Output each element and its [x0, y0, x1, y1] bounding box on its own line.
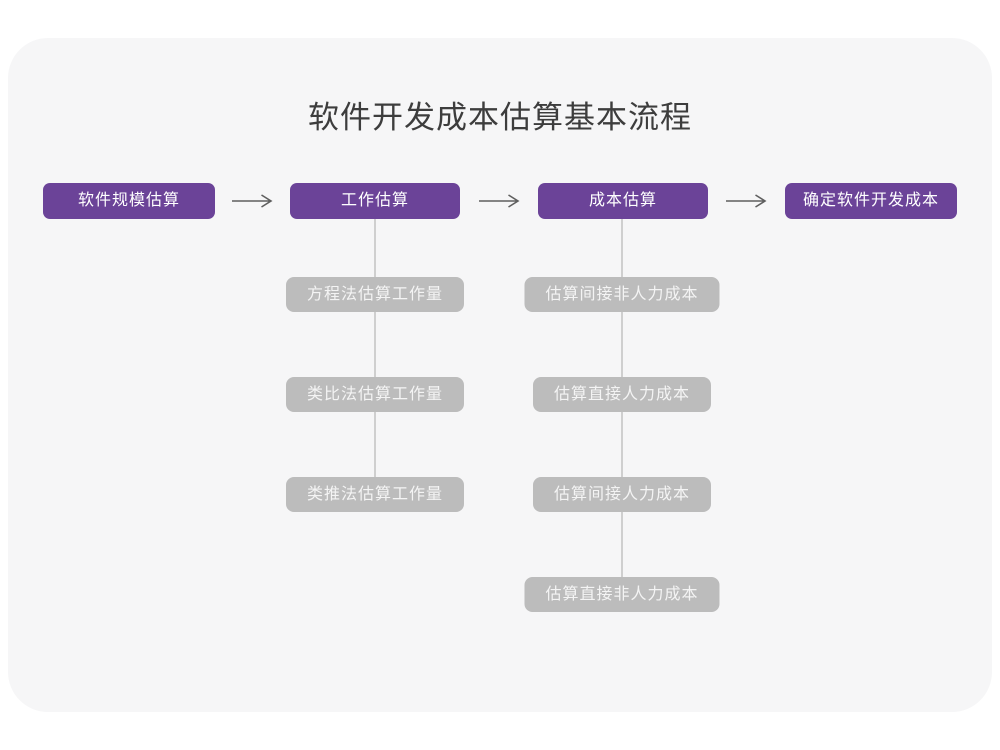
- diagram-card: [8, 38, 992, 712]
- sub-node-indirect-labor-cost: 估算间接人力成本: [532, 477, 712, 512]
- sub-node-direct-labor-cost: 估算直接人力成本: [532, 377, 712, 412]
- sub-node-direct-non-labor-cost: 估算直接非人力成本: [524, 577, 720, 612]
- flow-node-software-scale-estimation: 软件规模估算: [43, 183, 215, 219]
- connector-line-work-estimation: [374, 219, 376, 495]
- arrow-right-icon: [479, 194, 520, 208]
- arrow-right-icon: [232, 194, 273, 208]
- sub-node-extrapolation-method: 类推法估算工作量: [285, 477, 465, 512]
- arrow-right-icon: [726, 194, 767, 208]
- diagram-title: 软件开发成本估算基本流程: [308, 100, 692, 135]
- flow-node-determine-development-cost: 确定软件开发成本: [785, 183, 957, 219]
- sub-node-indirect-non-labor-cost: 估算间接非人力成本: [524, 277, 720, 312]
- sub-node-analogy-method: 类比法估算工作量: [285, 377, 465, 412]
- flow-node-cost-estimation: 成本估算: [538, 183, 708, 219]
- flow-node-work-estimation: 工作估算: [290, 183, 460, 219]
- sub-node-equation-method: 方程法估算工作量: [285, 277, 465, 312]
